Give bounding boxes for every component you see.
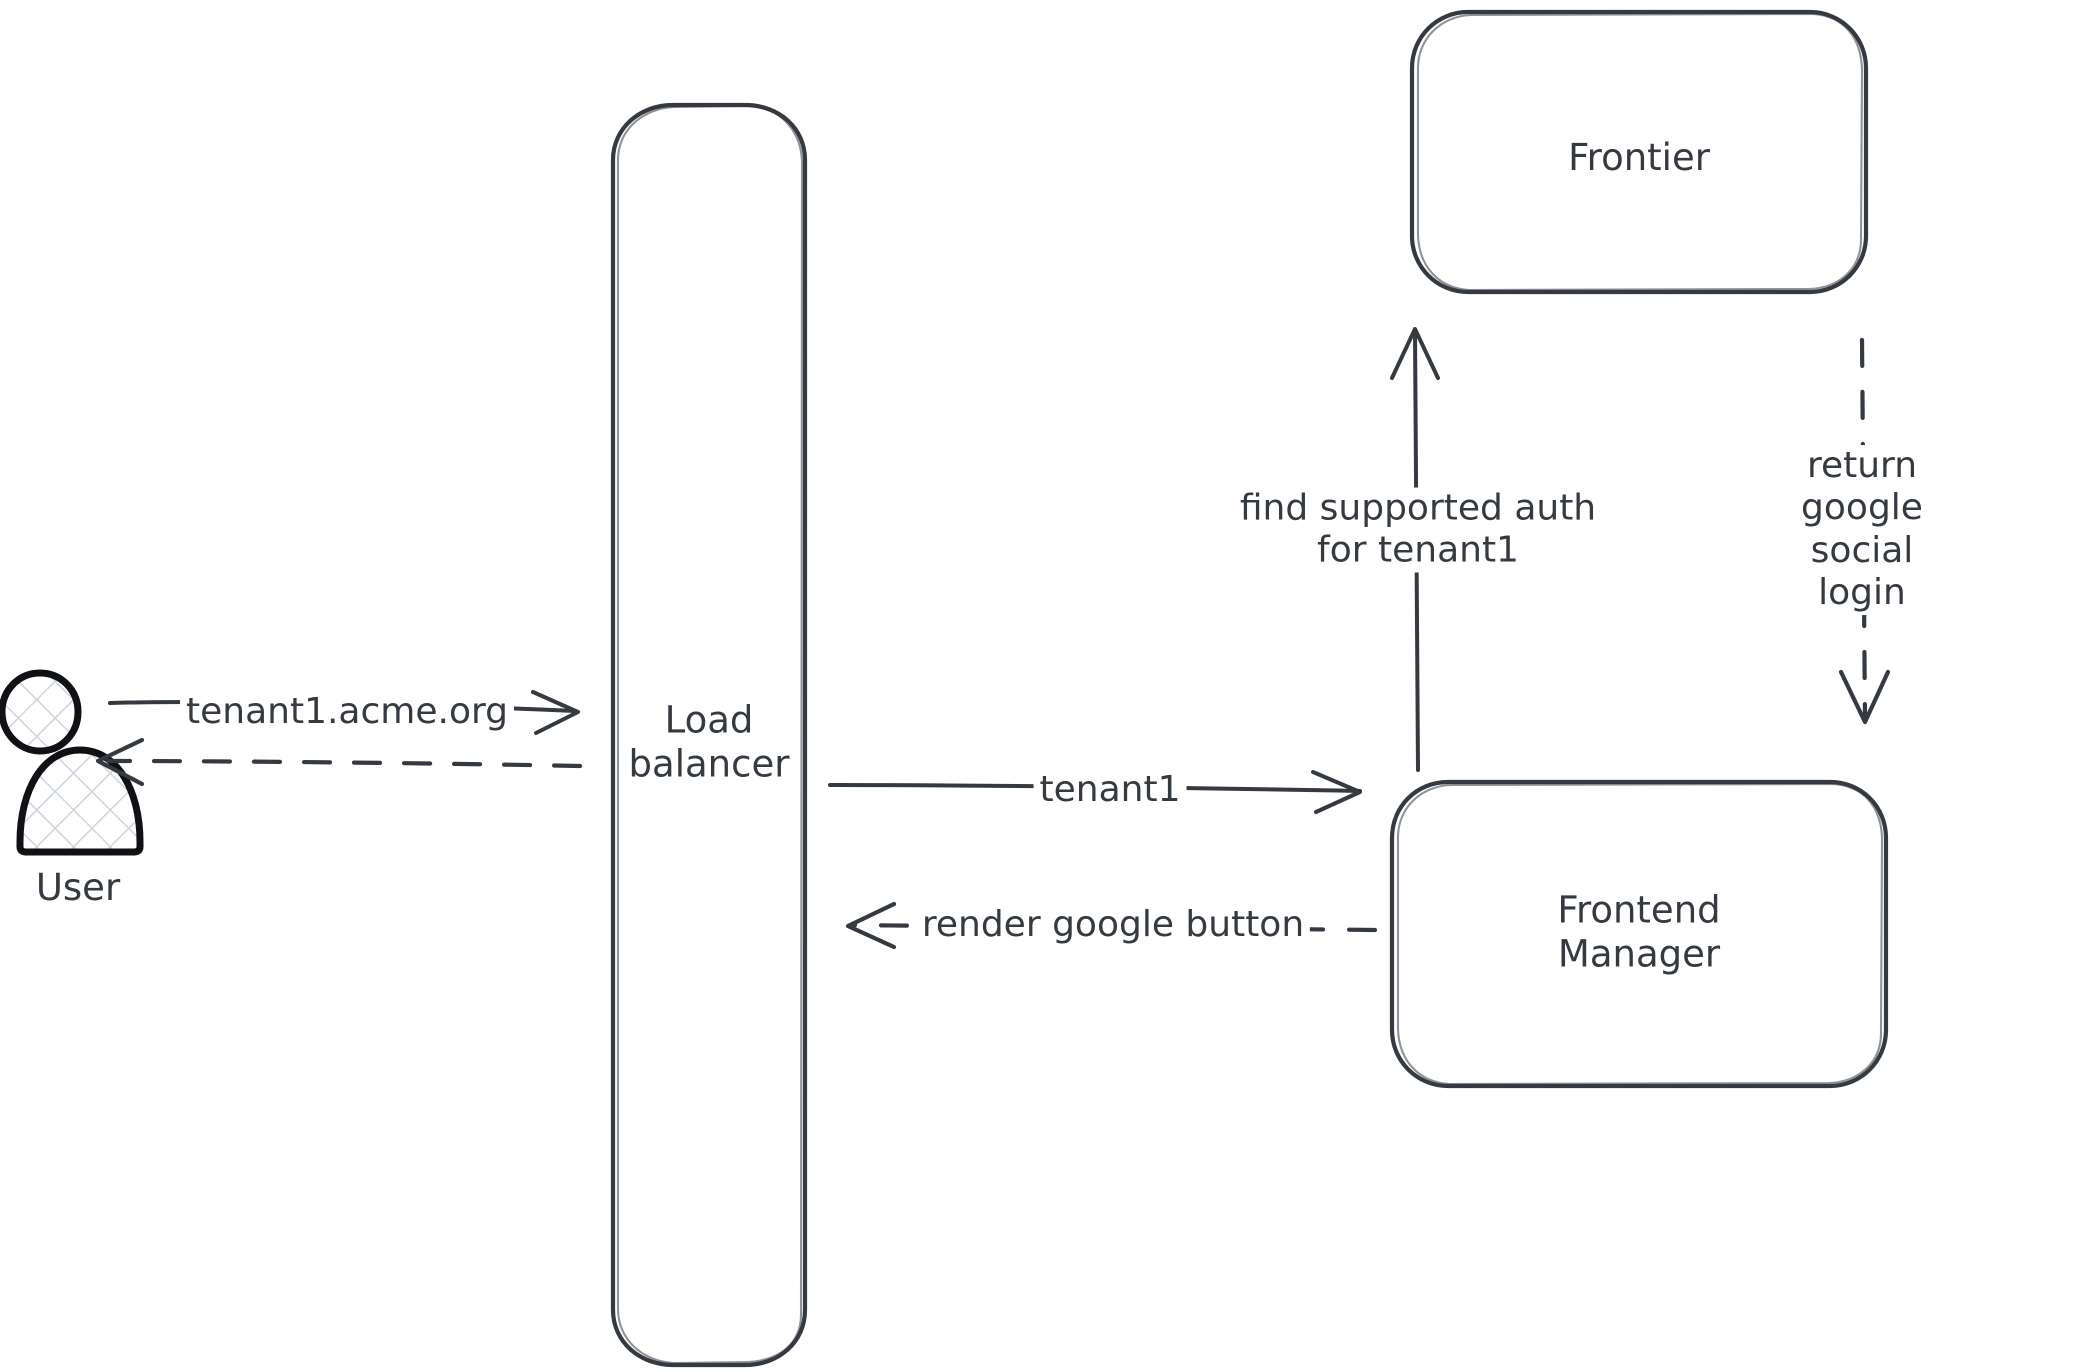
edge-user-to-loadbalancer-line — [108, 699, 577, 713]
edge-loadbalancer-to-frontend-manager-line — [828, 783, 1362, 793]
load-balancer-outline — [610, 102, 808, 1368]
edge-loadbalancer-to-user-arrowhead — [95, 737, 145, 787]
load-balancer-node[interactable] — [610, 102, 808, 1368]
edge-frontend-manager-to-loadbalancer-line — [852, 922, 1378, 933]
frontend-manager-outline-sketch — [1396, 782, 1884, 1086]
edge-frontend-manager-to-loadbalancer-arrowhead — [845, 901, 897, 950]
frontier-outline-sketch — [1416, 12, 1864, 292]
edge-user-to-loadbalancer-arrowhead — [531, 690, 580, 735]
edge-loadbalancer-to-frontend-manager-arrowhead — [1311, 770, 1362, 814]
edge-frontier-to-frontend-manager-line — [1859, 337, 1868, 721]
user-torso-icon — [16, 746, 144, 856]
edge-frontend-manager-to-frontier-arrowhead — [1390, 327, 1440, 380]
user-head-icon — [0, 669, 82, 755]
frontier-node[interactable] — [1409, 9, 1869, 295]
load-balancer-outline-sketch — [616, 104, 804, 1365]
edge-frontier-to-frontend-manager-arrowhead — [1838, 669, 1891, 725]
user-actor[interactable] — [0, 669, 144, 856]
edge-frontend-manager-to-loadbalancer[interactable] — [845, 901, 1378, 950]
edge-loadbalancer-to-user-line — [105, 758, 583, 769]
frontier-outline — [1409, 9, 1869, 295]
edge-loadbalancer-to-frontend-manager[interactable] — [828, 770, 1362, 814]
edge-frontend-manager-to-frontier[interactable] — [1390, 327, 1440, 772]
frontend-manager-node[interactable] — [1389, 779, 1889, 1089]
edge-user-to-loadbalancer[interactable] — [108, 690, 580, 735]
frontend-manager-outline — [1389, 779, 1889, 1089]
edge-loadbalancer-to-user[interactable] — [95, 737, 583, 787]
edge-frontend-manager-to-frontier-line — [1413, 330, 1420, 772]
edge-frontier-to-frontend-manager[interactable] — [1838, 337, 1891, 725]
